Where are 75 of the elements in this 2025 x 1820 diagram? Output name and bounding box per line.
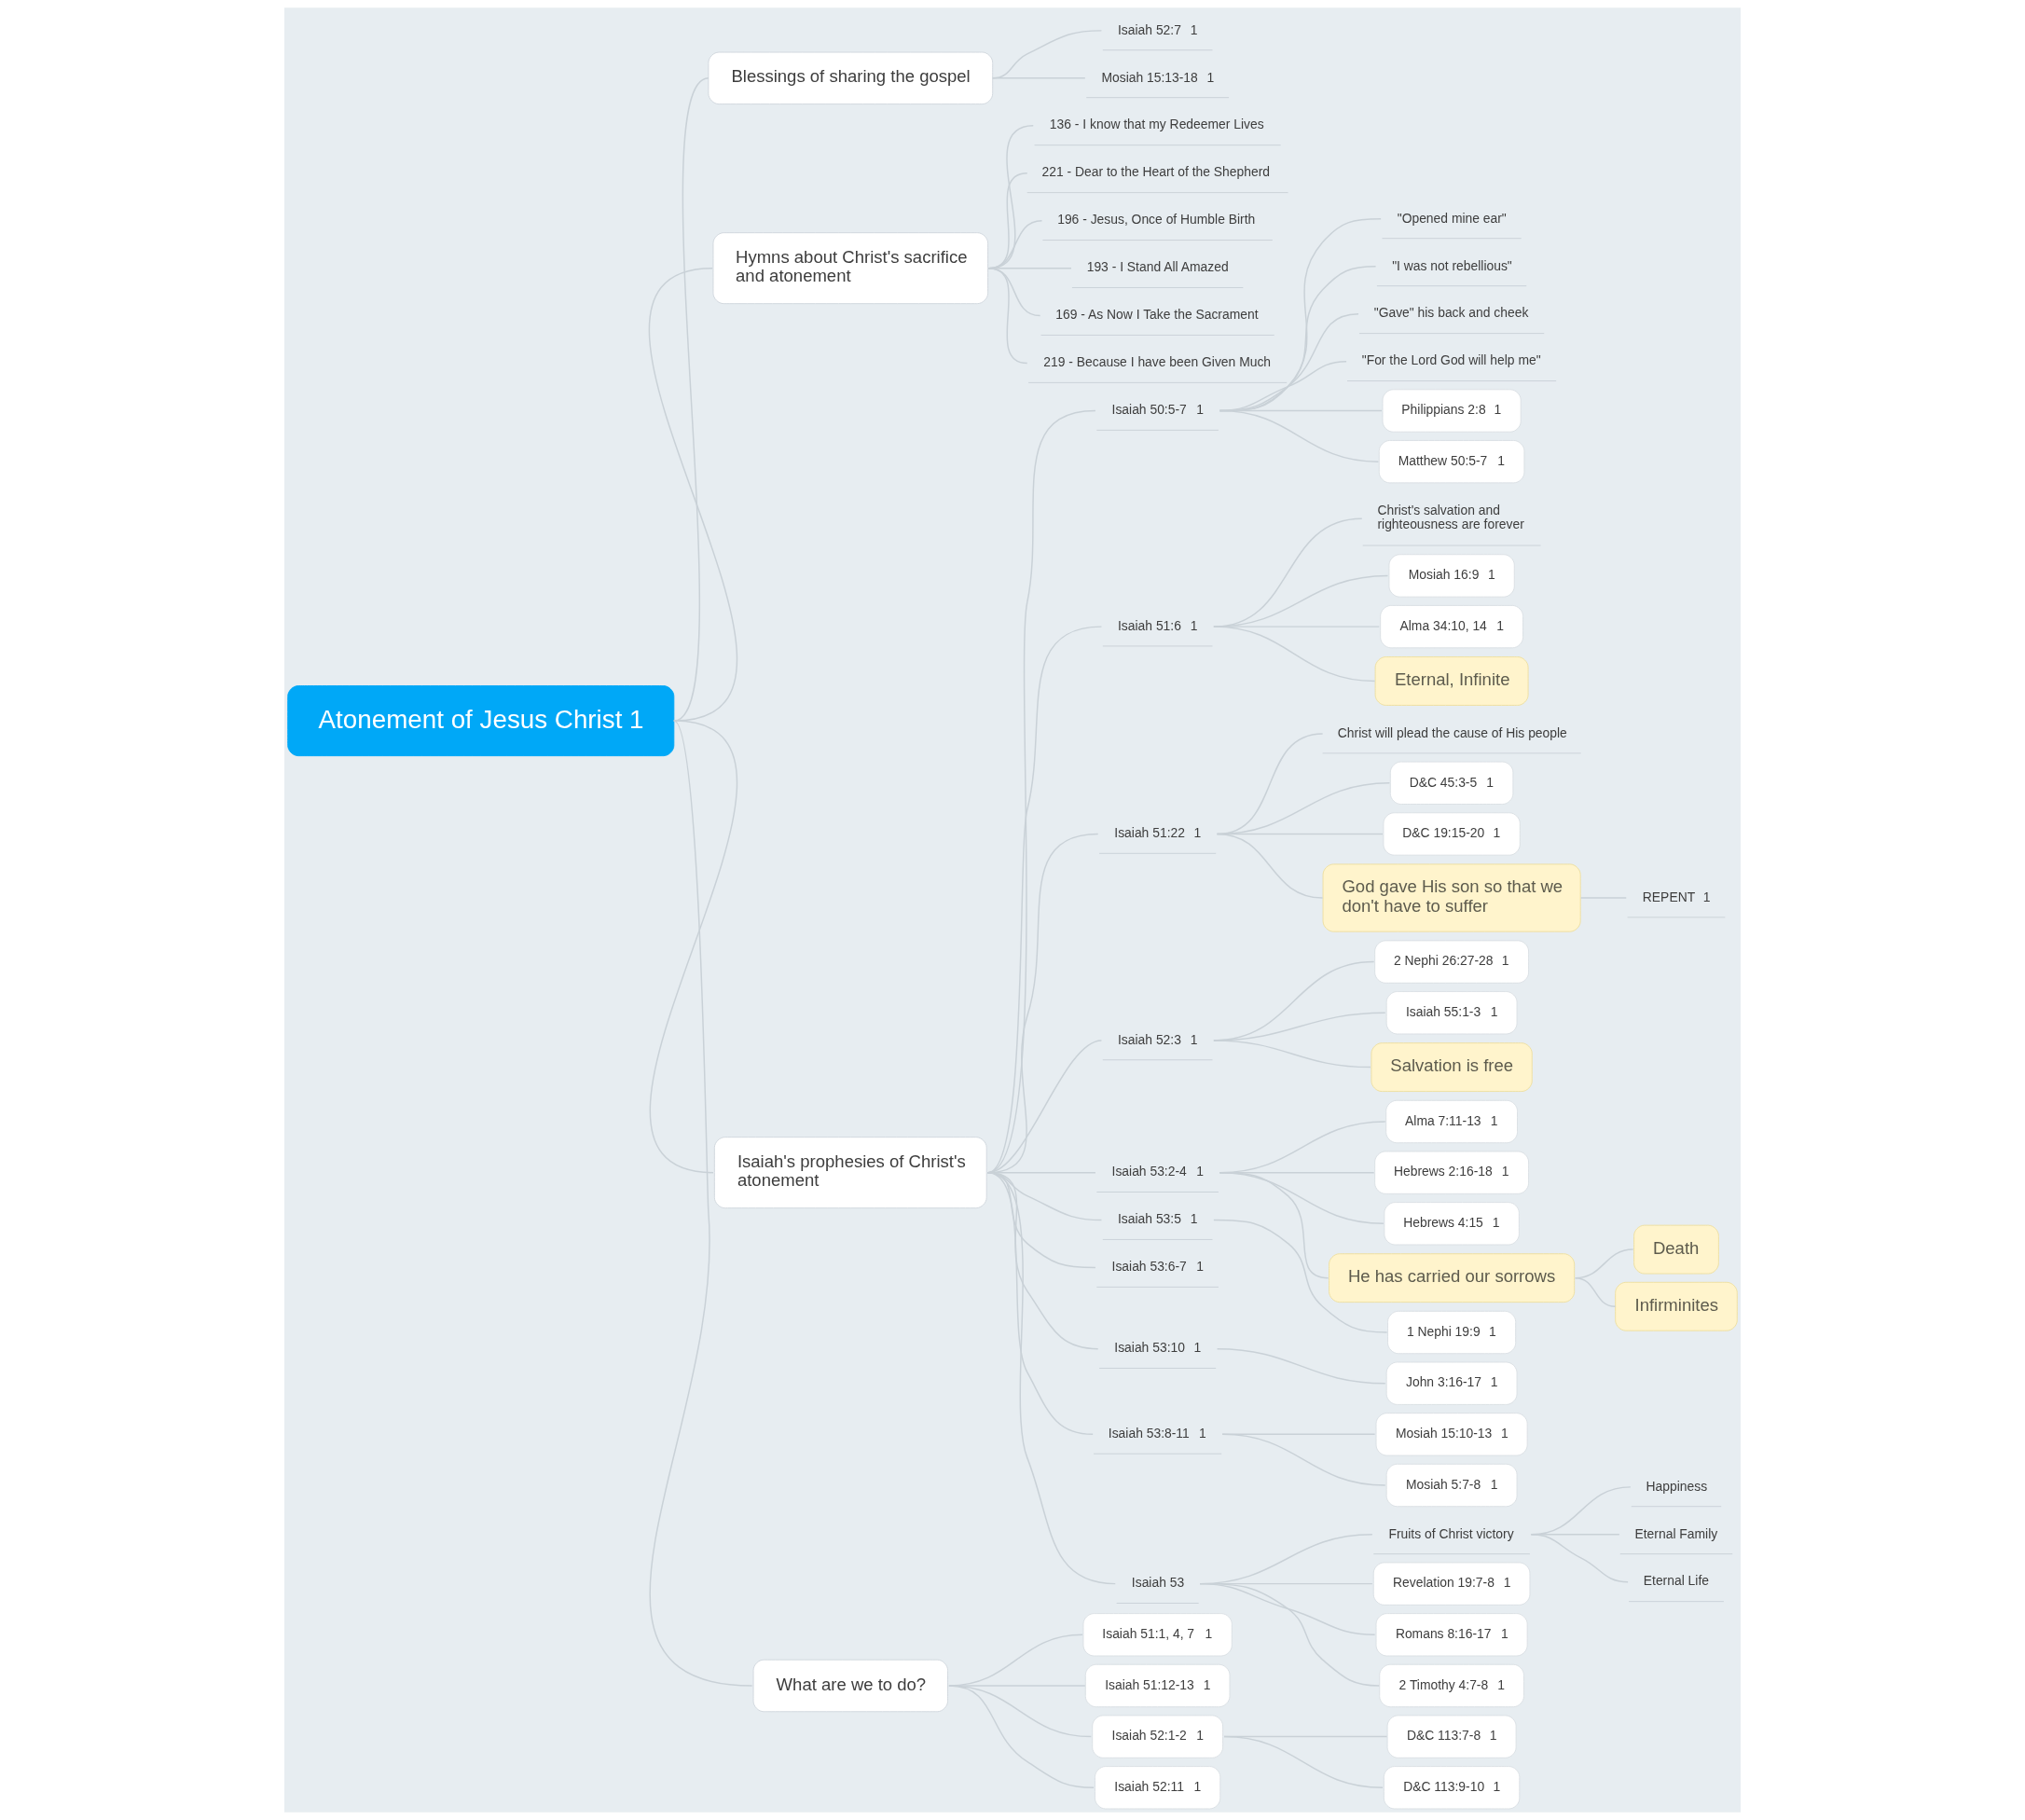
node-text: 196 - Jesus, Once of Humble Birth [1057, 212, 1256, 228]
node-text: REPENT 1 [1642, 889, 1711, 904]
node-box: Eternal, Infinite [1374, 656, 1529, 706]
node-box: Alma 34:10, 14 1 [1380, 604, 1523, 649]
node-box: God gave His son so that we don't have to suffer [1322, 863, 1581, 932]
node-text: Isaiah 51:6 1 [1118, 617, 1198, 633]
node-box: D&C 45:3-5 1 [1389, 761, 1514, 805]
connector [1216, 833, 1324, 899]
node-box: Romans 8:16-17 1 [1375, 1613, 1528, 1657]
node-text: Christ will plead the cause of His people [1337, 724, 1567, 740]
node-box: D&C 113:7-8 1 [1386, 1715, 1517, 1758]
node-text: Isaiah 50:5-7 1 [1111, 402, 1205, 418]
node-box: Hymns about Christ's sacrifice and atonement [712, 232, 989, 305]
node-text: Mosiah 15:13-18 1 [1101, 69, 1215, 85]
node-text: Fruits of Christ victory [1388, 1525, 1514, 1541]
node-box: Alma 7:11-13 1 [1385, 1099, 1518, 1144]
node-box: Death [1633, 1224, 1719, 1275]
node-box: 2 Nephi 26:27-28 1 [1374, 940, 1530, 984]
connector [648, 267, 737, 722]
node-box: Hebrews 2:16-18 1 [1374, 1151, 1530, 1194]
node-text: Isaiah 53:10 1 [1114, 1340, 1202, 1356]
node-box: Isaiah's prophesies of Christ's atonement [713, 1137, 987, 1209]
node-box: D&C 113:9-10 1 [1383, 1766, 1521, 1810]
node-text: Isaiah 51:22 1 [1114, 825, 1202, 841]
node-text: "Opened mine ear" [1397, 210, 1507, 226]
node-box: Atonement of Jesus Christ 1 [287, 685, 675, 757]
node-text: Eternal Family [1634, 1525, 1718, 1541]
node-text: "I was not rebellious" [1392, 257, 1512, 273]
node-box: D&C 19:15-20 1 [1383, 812, 1521, 856]
node-text: Happiness [1646, 1478, 1708, 1494]
node-box: Revelation 19:7-8 1 [1372, 1562, 1531, 1606]
node-box: John 3:16-17 1 [1385, 1361, 1518, 1405]
node-box: Mosiah 5:7-8 1 [1385, 1463, 1518, 1508]
node-text: Isaiah 53:6-7 1 [1111, 1259, 1205, 1275]
node-box: 1 Nephi 19:9 1 [1387, 1310, 1517, 1355]
node-box: Isaiah 55:1-3 1 [1385, 991, 1518, 1035]
node-box: Philippians 2:8 1 [1382, 389, 1522, 433]
node-text: Isaiah 53:2-4 1 [1111, 1164, 1205, 1179]
node-text: Isaiah 53:8-11 1 [1108, 1426, 1206, 1441]
node-box: Isaiah 52:1-2 1 [1092, 1715, 1224, 1758]
node-box: Hebrews 4:15 1 [1384, 1202, 1520, 1246]
node-box: 2 Timothy 4:7-8 1 [1379, 1663, 1524, 1708]
connector [991, 30, 1103, 79]
node-text: "For the Lord God will help me" [1361, 352, 1541, 368]
connector [1223, 1735, 1384, 1788]
connector [1574, 1276, 1617, 1307]
node-box: Infirminites [1615, 1281, 1738, 1331]
node-text: "Gave" his back and cheek [1373, 305, 1529, 321]
node-text: Christ's salvation and righteousness are forever [1377, 502, 1524, 532]
node-text: 219 - Because I have been Given Much [1043, 354, 1272, 370]
node-text: Isaiah 52:7 1 [1118, 21, 1198, 37]
node-text: 193 - I Stand All Amazed [1086, 259, 1229, 275]
node-text: 221 - Dear to the Heart of the Shepherd [1041, 164, 1271, 180]
node-text: Isaiah 53 [1131, 1575, 1185, 1591]
node-box: He has carried our sorrows [1329, 1253, 1576, 1303]
node-box: Isaiah 52:11 1 [1095, 1766, 1221, 1810]
node-box: Isaiah 51:1, 4, 7 1 [1082, 1613, 1233, 1657]
node-box: What are we to do? [752, 1659, 948, 1713]
node-text: 169 - As Now I Take the Sacrament [1055, 307, 1259, 323]
connector [1221, 1433, 1386, 1486]
node-box: Mosiah 15:10-13 1 [1375, 1413, 1528, 1456]
connector [649, 720, 737, 1174]
node-box: Isaiah 51:12-13 1 [1084, 1663, 1231, 1708]
node-text: Isaiah 53:5 1 [1118, 1211, 1198, 1227]
connector [1213, 1219, 1388, 1333]
connector [1530, 1534, 1629, 1583]
node-box: Salvation is free [1371, 1042, 1533, 1093]
connector [1216, 1347, 1386, 1385]
connector [650, 720, 753, 1687]
node-text: Isaiah 52:3 1 [1118, 1031, 1198, 1047]
node-text: Eternal Life [1643, 1573, 1709, 1589]
node-box: Blessings of sharing the gospel [708, 51, 994, 105]
node-text: 136 - I know that my Redeemer Lives [1049, 117, 1264, 132]
node-box: Matthew 50:5-7 1 [1378, 440, 1525, 484]
node-box: Mosiah 16:9 1 [1388, 554, 1515, 598]
